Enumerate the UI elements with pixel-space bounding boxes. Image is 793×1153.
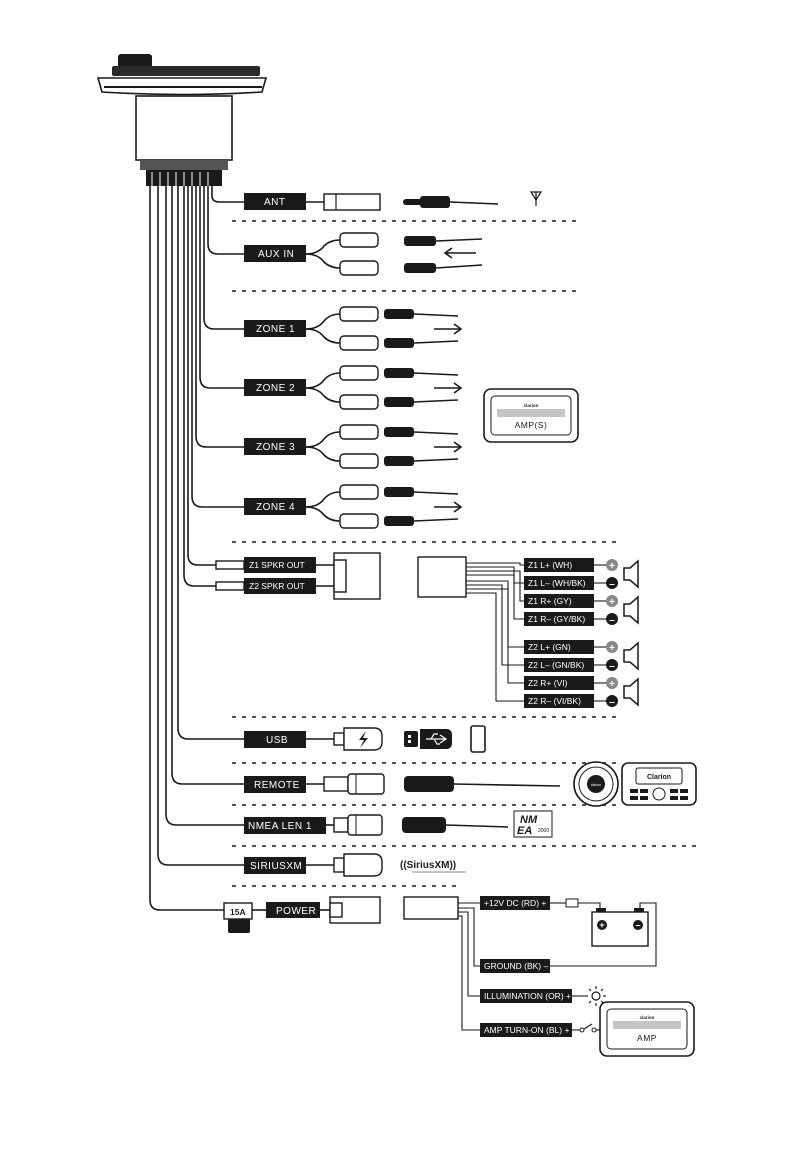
- amps-label: AMP(S): [515, 420, 548, 430]
- amp-turn-on-wire-label: AMP TURN-ON (BL) +: [484, 1025, 569, 1035]
- svg-text:NM: NM: [520, 814, 538, 826]
- aux-in-label: AUX IN: [258, 249, 294, 260]
- speaker-icon: [623, 559, 639, 707]
- svg-text:–: –: [609, 579, 615, 590]
- siriusxm-logo: ((SiriusXM)): [400, 860, 456, 871]
- z2-rp-label: Z2 R+ (VI): [528, 678, 568, 688]
- usb-label: USB: [266, 735, 288, 746]
- harness-wires: [149, 186, 244, 911]
- z1-spkr-out-label: Z1 SPKR OUT: [249, 560, 305, 570]
- head-unit: [96, 54, 268, 186]
- remote-knob-device: clarion: [573, 761, 619, 807]
- svg-text:+: +: [609, 597, 615, 608]
- zone4-label: ZONE 4: [256, 502, 295, 513]
- remote-label: REMOTE: [254, 780, 300, 791]
- svg-text:2000: 2000: [538, 828, 549, 834]
- usb-section: USB: [244, 725, 486, 753]
- remote-section: REMOTE clarion Clarion: [244, 761, 697, 807]
- z2-lm-label: Z2 L– (GN/BK): [528, 660, 584, 670]
- nmea-logo: NM EA 2000: [513, 810, 553, 838]
- svg-text:+: +: [609, 643, 615, 654]
- siriusxm-section: SIRIUSXM ((SiriusXM)): [244, 853, 466, 877]
- remote-panel-brand: Clarion: [647, 774, 671, 781]
- z2-lp-label: Z2 L+ (GN): [528, 642, 571, 652]
- z2-rm-label: Z2 R– (VI/BK): [528, 696, 581, 706]
- power-label: POWER: [276, 906, 316, 917]
- battery-wire-label: +12V DC (RD) +: [484, 898, 546, 908]
- illumination-wire-label: ILLUMINATION (OR) +: [484, 991, 571, 1001]
- remote-panel-device: Clarion: [621, 762, 697, 806]
- nmea-section: NMEA LEN 1 NM EA 2000: [244, 810, 553, 838]
- nmea-label: NMEA LEN 1: [248, 821, 312, 832]
- amp-label: AMP: [637, 1033, 657, 1043]
- zone2-section: ZONE 2: [244, 365, 463, 410]
- antenna-icon: [529, 191, 543, 206]
- z1-lp-label: Z1 L+ (WH): [528, 560, 572, 570]
- z1-rm-label: Z1 R– (GY/BK): [528, 614, 585, 624]
- ant-section: ANT: [244, 191, 543, 211]
- zone4-section: ZONE 4: [244, 484, 463, 529]
- zone1-section: ZONE 1: [244, 306, 463, 351]
- svg-text:+: +: [609, 561, 615, 572]
- battery-icon: + –: [591, 908, 649, 947]
- svg-text:EA: EA: [517, 825, 532, 837]
- z1-lm-label: Z1 L– (WH/BK): [528, 578, 586, 588]
- svg-text:–: –: [635, 920, 640, 930]
- polarity-markers: + – + – + – + –: [594, 559, 618, 708]
- separators: [232, 220, 700, 887]
- svg-text:+: +: [609, 679, 615, 690]
- amp-brand: clarion: [640, 1015, 655, 1020]
- svg-text:–: –: [609, 615, 615, 626]
- fuse-label: 15A: [230, 907, 246, 917]
- speaker-out-section: Z1 SPKR OUT Z2 SPKR OUT Z1 L+ (WH) Z1 L–…: [215, 552, 639, 708]
- svg-text:–: –: [609, 661, 615, 672]
- z1-rp-label: Z1 R+ (GY): [528, 596, 572, 606]
- antenna-plug: [403, 196, 499, 208]
- inline-fuse: [565, 898, 579, 908]
- rca-plug-pair: [404, 236, 483, 273]
- zone1-label: ZONE 1: [256, 324, 295, 335]
- ant-label-box: [244, 193, 306, 210]
- ant-label: ANT: [264, 197, 286, 208]
- usb-icon: [404, 729, 452, 749]
- speaker-wire-labels: Z1 L+ (WH) Z1 L– (WH/BK) Z1 R+ (GY) Z1 R…: [524, 558, 594, 708]
- phone-icon: [470, 725, 486, 753]
- power-section: 15A POWER +12V DC (RD) + GROUND (BK) – I…: [223, 896, 695, 1057]
- amp-device: clarion AMP: [599, 1001, 695, 1057]
- zone3-label: ZONE 3: [256, 442, 295, 453]
- ground-wire-label: GROUND (BK) –: [484, 961, 549, 971]
- svg-text:–: –: [609, 697, 615, 708]
- amps-device: clarion AMP(S): [483, 388, 579, 443]
- zone2-label: ZONE 2: [256, 383, 295, 394]
- zone3-section: ZONE 3: [244, 424, 463, 469]
- svg-text:+: +: [599, 920, 604, 930]
- lightning-icon: [359, 731, 368, 748]
- z2-spkr-out-label: Z2 SPKR OUT: [249, 581, 305, 591]
- remote-knob-brand: clarion: [591, 783, 601, 787]
- siriusxm-label: SIRIUSXM: [250, 861, 302, 872]
- amps-brand: clarion: [524, 403, 539, 408]
- aux-in-section: AUX IN: [244, 232, 483, 276]
